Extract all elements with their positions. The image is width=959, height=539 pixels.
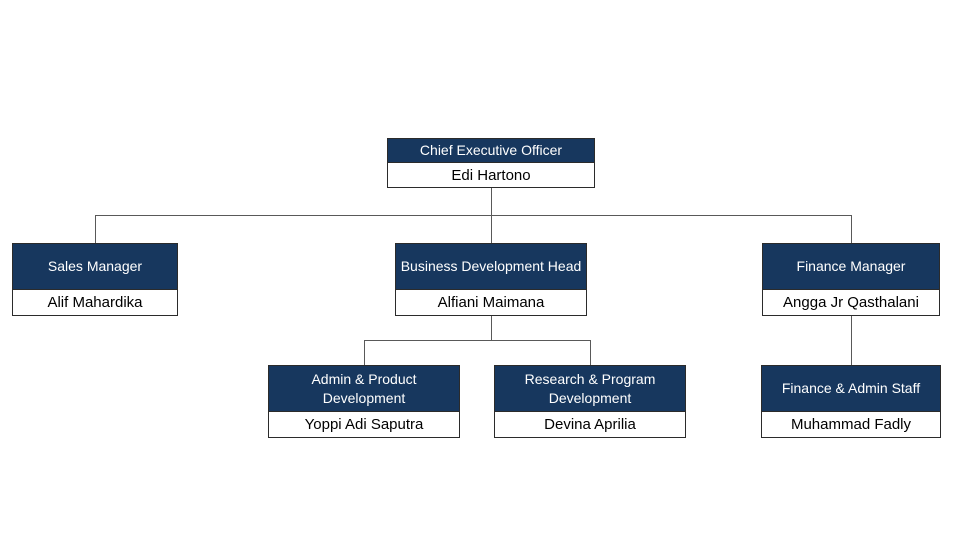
- org-node-sales-manager: Sales Manager Alif Mahardika: [12, 243, 178, 316]
- org-node-finance-manager: Finance Manager Angga Jr Qasthalani: [762, 243, 940, 316]
- org-node-name: Yoppi Adi Saputra: [269, 412, 459, 437]
- connector-level2-horizontal: [95, 215, 852, 216]
- connector-sales-drop: [95, 215, 96, 243]
- org-node-title: Finance & Admin Staff: [762, 366, 940, 412]
- org-node-title: Sales Manager: [13, 244, 177, 290]
- org-node-name: Muhammad Fadly: [762, 412, 940, 437]
- connector-research-drop: [590, 340, 591, 365]
- org-node-admin-product-development: Admin & Product Development Yoppi Adi Sa…: [268, 365, 460, 438]
- connector-bdh-down: [491, 316, 492, 340]
- connector-level3-horizontal: [364, 340, 591, 341]
- org-node-name: Alfiani Maimana: [396, 290, 586, 315]
- connector-bdh-drop: [491, 215, 492, 243]
- org-node-name: Alif Mahardika: [13, 290, 177, 315]
- org-node-business-development-head: Business Development Head Alfiani Maiman…: [395, 243, 587, 316]
- connector-admin-drop: [364, 340, 365, 365]
- org-node-title: Admin & Product Development: [269, 366, 459, 412]
- org-node-title: Research & Program Development: [495, 366, 685, 412]
- org-node-title: Business Development Head: [396, 244, 586, 290]
- org-node-title: Chief Executive Officer: [388, 139, 594, 163]
- connector-finance-staff-drop: [851, 316, 852, 365]
- org-node-name: Angga Jr Qasthalani: [763, 290, 939, 315]
- connector-finance-drop: [851, 215, 852, 243]
- org-node-research-program-development: Research & Program Development Devina Ap…: [494, 365, 686, 438]
- org-node-name: Devina Aprilia: [495, 412, 685, 437]
- org-node-ceo: Chief Executive Officer Edi Hartono: [387, 138, 595, 188]
- org-node-name: Edi Hartono: [388, 163, 594, 187]
- connector-ceo-down: [491, 188, 492, 215]
- org-node-title: Finance Manager: [763, 244, 939, 290]
- org-node-finance-admin-staff: Finance & Admin Staff Muhammad Fadly: [761, 365, 941, 438]
